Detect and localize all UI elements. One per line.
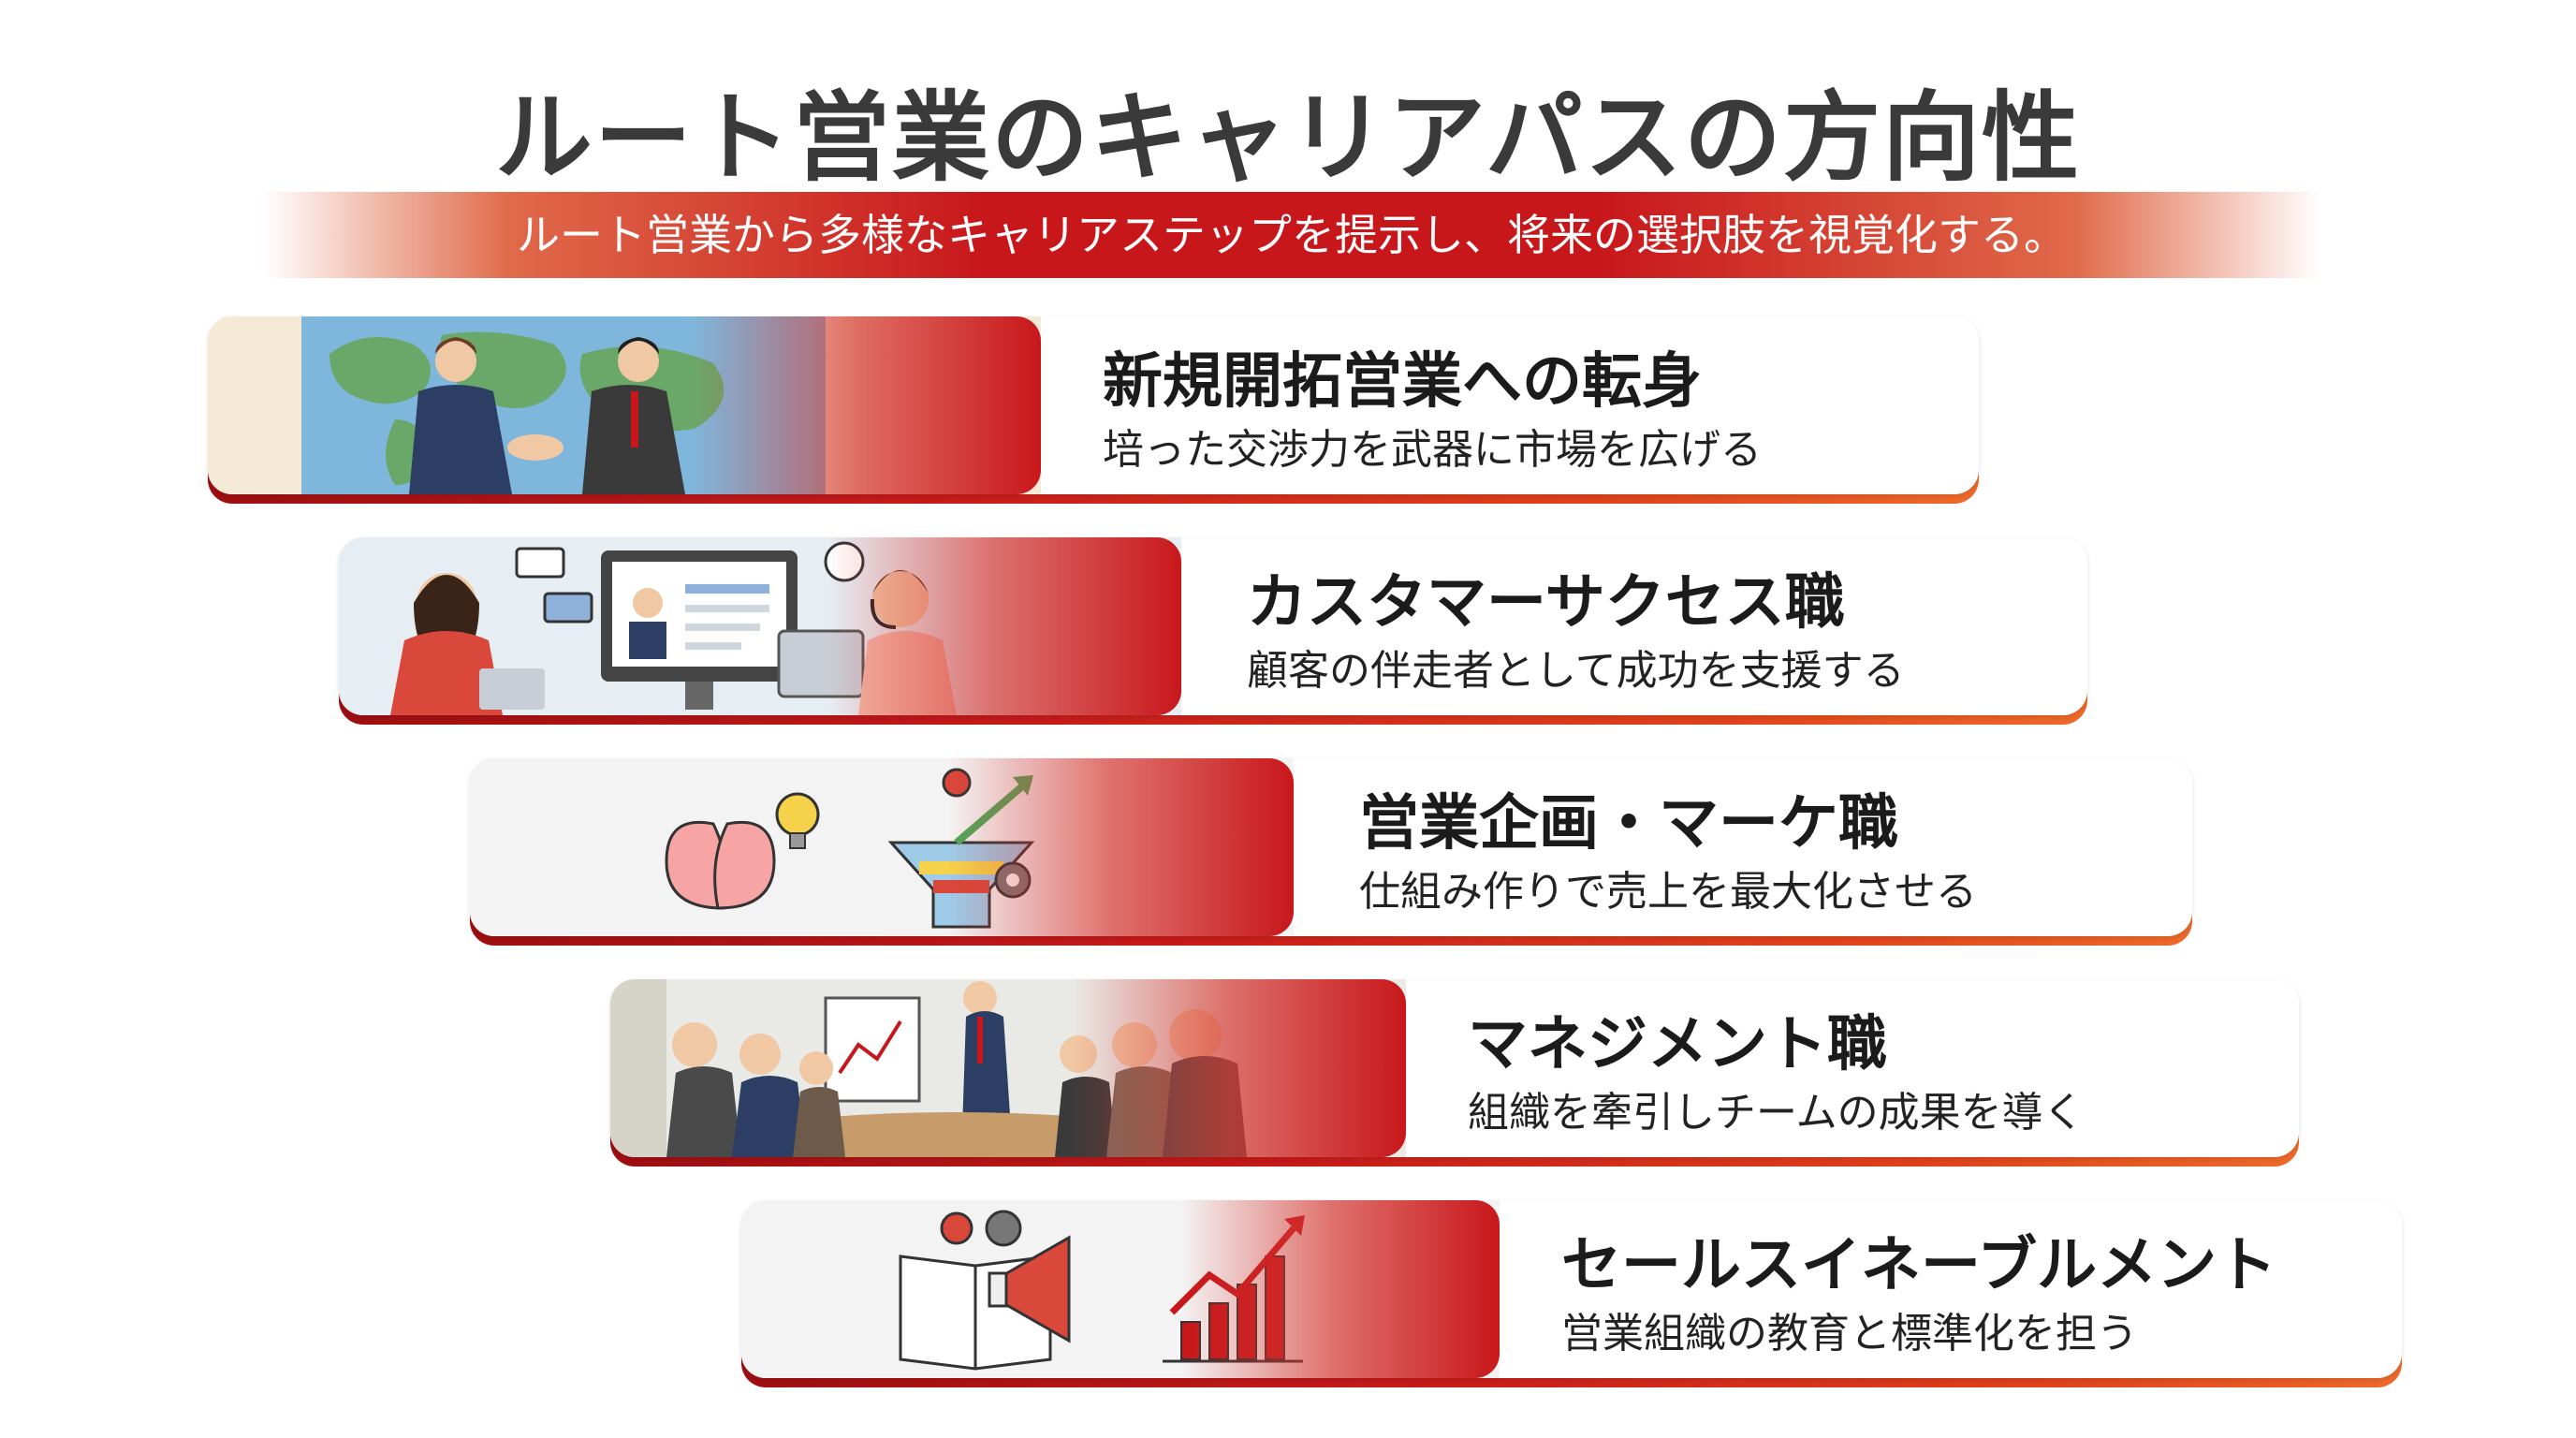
career-card-sales-enablement: セールスイネーブルメント 営業組織の教育と標準化を担う [741,1200,2402,1387]
page-title: ルート営業のキャリアパスの方向性 [495,81,2081,195]
career-description: 顧客の伴走者として成功を支援する [1247,647,1905,695]
customer-support-illustration [339,537,1181,715]
handshake-illustration [208,316,1041,494]
career-card-sales-planning-marketing: 営業企画・マーケ職 仕組み作りで売上を最大化させる [470,758,2192,946]
career-heading: セールスイネーブルメント [1561,1231,2277,1300]
strategy-illustration [470,758,1294,936]
career-card-new-business-sales: 新規開拓営業への転身 培った交渉力を武器に市場を広げる [208,316,1979,504]
page-subtitle: ルート営業から多様なキャリアステップを提示し、将来の選択肢を視覚化する。 [517,210,2067,260]
subtitle-banner: ルート営業から多様なキャリアステップを提示し、将来の選択肢を視覚化する。 [262,192,2321,278]
team-meeting-illustration [610,979,1406,1157]
career-heading: カスタマーサクセス職 [1247,568,1845,638]
career-description: 培った交渉力を武器に市場を広げる [1103,426,1762,474]
enablement-illustration [741,1200,1500,1378]
career-heading: 新規開拓営業への転身 [1103,347,1702,417]
career-card-management: マネジメント職 組織を牽引しチームの成果を導く [610,979,2299,1167]
career-description: 仕組み作りで売上を最大化させる [1359,868,1977,916]
career-heading: 営業企画・マーケ職 [1359,789,1898,858]
career-heading: マネジメント職 [1468,1010,1887,1079]
career-description: 営業組織の教育と標準化を担う [1561,1310,2138,1357]
career-description: 組織を牽引しチームの成果を導く [1468,1089,2085,1137]
career-card-customer-success: カスタマーサクセス職 顧客の伴走者として成功を支援する [339,537,2087,725]
